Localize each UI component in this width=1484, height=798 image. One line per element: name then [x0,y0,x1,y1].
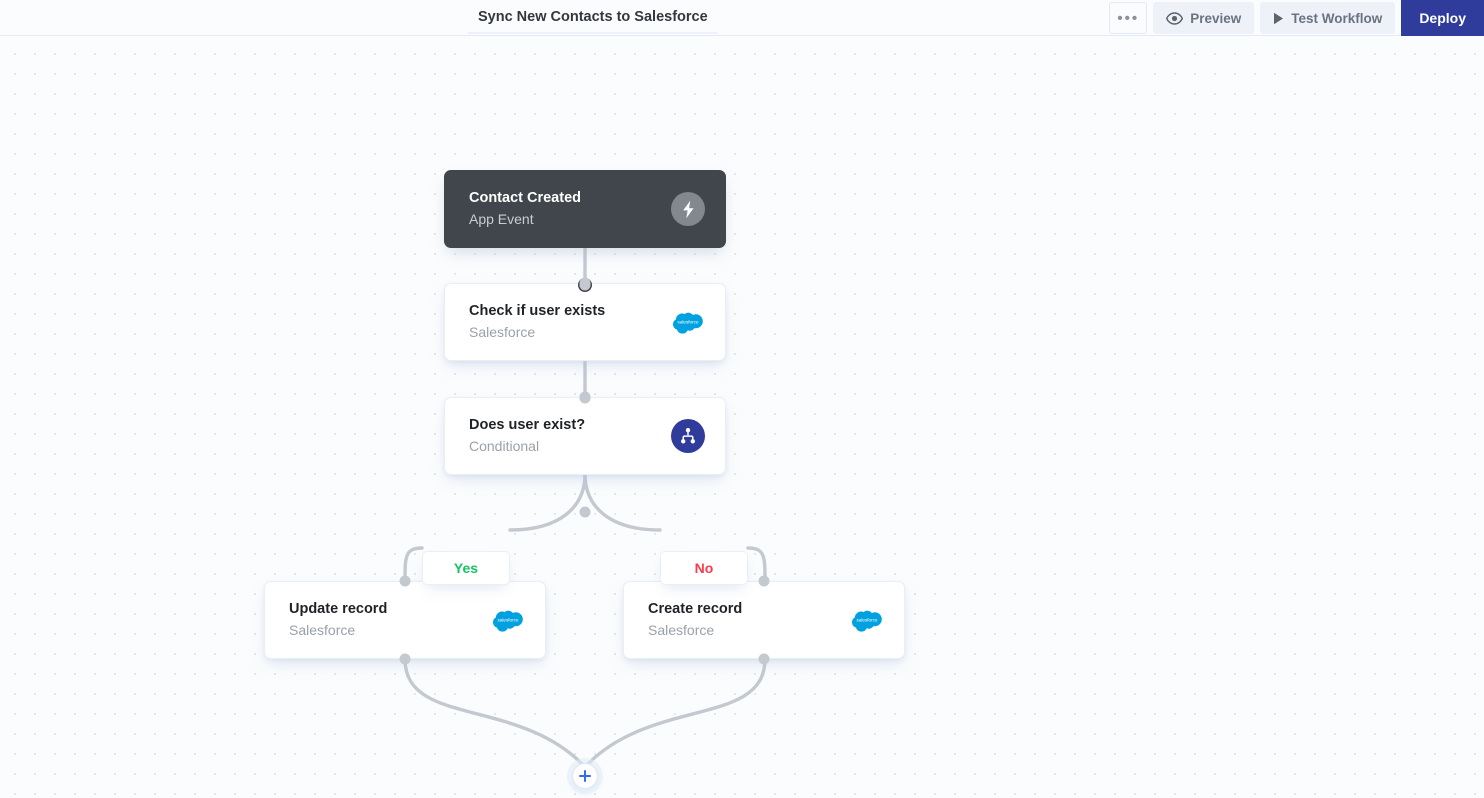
node-subtitle: Salesforce [648,622,715,638]
deploy-label: Deploy [1419,10,1466,26]
lightning-bolt-icon [671,192,705,226]
edge-create-to-merge [583,657,767,769]
workflow-canvas[interactable]: Contact Created App Event Check if user … [0,37,1484,798]
node-subtitle: App Event [469,211,534,227]
branch-label-no[interactable]: No [660,551,748,585]
node-text: Create record Salesforce [648,599,850,641]
svg-text:salesforce: salesforce [857,617,878,622]
node-handle-create-in[interactable] [758,575,770,587]
workflow-node-trigger[interactable]: Contact Created App Event [444,170,726,248]
node-text: Contact Created App Event [469,188,671,230]
edge-no-to-create [746,546,767,583]
branch-label-yes-text: Yes [453,560,479,576]
branch-label-no-text: No [694,560,714,576]
node-handle-update-in[interactable] [399,575,411,587]
edge-condition-to-yes [508,472,587,532]
node-handle-create-out[interactable] [758,653,770,665]
node-handle-check-in[interactable] [579,277,591,289]
eye-icon [1166,11,1184,25]
edge-yes-to-update [403,546,424,583]
ellipsis-icon: ••• [1117,9,1140,27]
workflow-node-create-record[interactable]: Create record Salesforce salesforce [623,581,905,659]
node-subtitle: Conditional [469,438,540,454]
svg-text:salesforce: salesforce [678,319,699,324]
salesforce-icon: salesforce [671,305,705,339]
preview-button[interactable]: Preview [1153,2,1255,34]
node-title: Does user exist? [469,416,586,433]
test-workflow-button[interactable]: Test Workflow [1260,2,1396,34]
play-icon [1273,12,1284,25]
workflow-edges [403,246,767,769]
node-title: Check if user exists [469,302,606,319]
workflow-node-check-user[interactable]: Check if user exists Salesforce salesfor… [444,283,726,361]
node-text: Update record Salesforce [289,599,491,641]
edge-condition-to-no [583,472,662,532]
salesforce-icon: salesforce [491,603,525,637]
test-workflow-label: Test Workflow [1291,10,1383,26]
branch-label-yes[interactable]: Yes [422,551,510,585]
deploy-button[interactable]: Deploy [1401,0,1484,36]
edge-update-to-merge [403,657,587,769]
node-text: Check if user exists Salesforce [469,301,671,343]
workflow-node-conditional[interactable]: Does user exist? Conditional [444,397,726,475]
top-toolbar: Sync New Contacts to Salesforce ••• Prev… [0,0,1484,36]
branch-icon [671,419,705,453]
toolbar-actions: ••• Preview Test Workflow Deploy [1109,0,1484,36]
node-handle-update-out[interactable] [399,653,411,665]
node-subtitle: Salesforce [289,622,356,638]
more-options-button[interactable]: ••• [1109,2,1148,34]
node-title: Contact Created [469,189,581,206]
node-handle-conditional-in[interactable] [579,391,591,403]
node-title: Update record [289,600,388,617]
salesforce-icon: salesforce [850,603,884,637]
page-title: Sync New Contacts to Salesforce [468,0,718,34]
svg-text:salesforce: salesforce [498,617,519,622]
add-step-button[interactable] [572,763,598,789]
workflow-node-update-record[interactable]: Update record Salesforce salesforce [264,581,546,659]
node-title: Create record [648,600,743,617]
node-handle-conditional-out[interactable] [579,506,591,518]
node-text: Does user exist? Conditional [469,415,671,457]
preview-label: Preview [1190,10,1242,26]
node-subtitle: Salesforce [469,324,536,340]
